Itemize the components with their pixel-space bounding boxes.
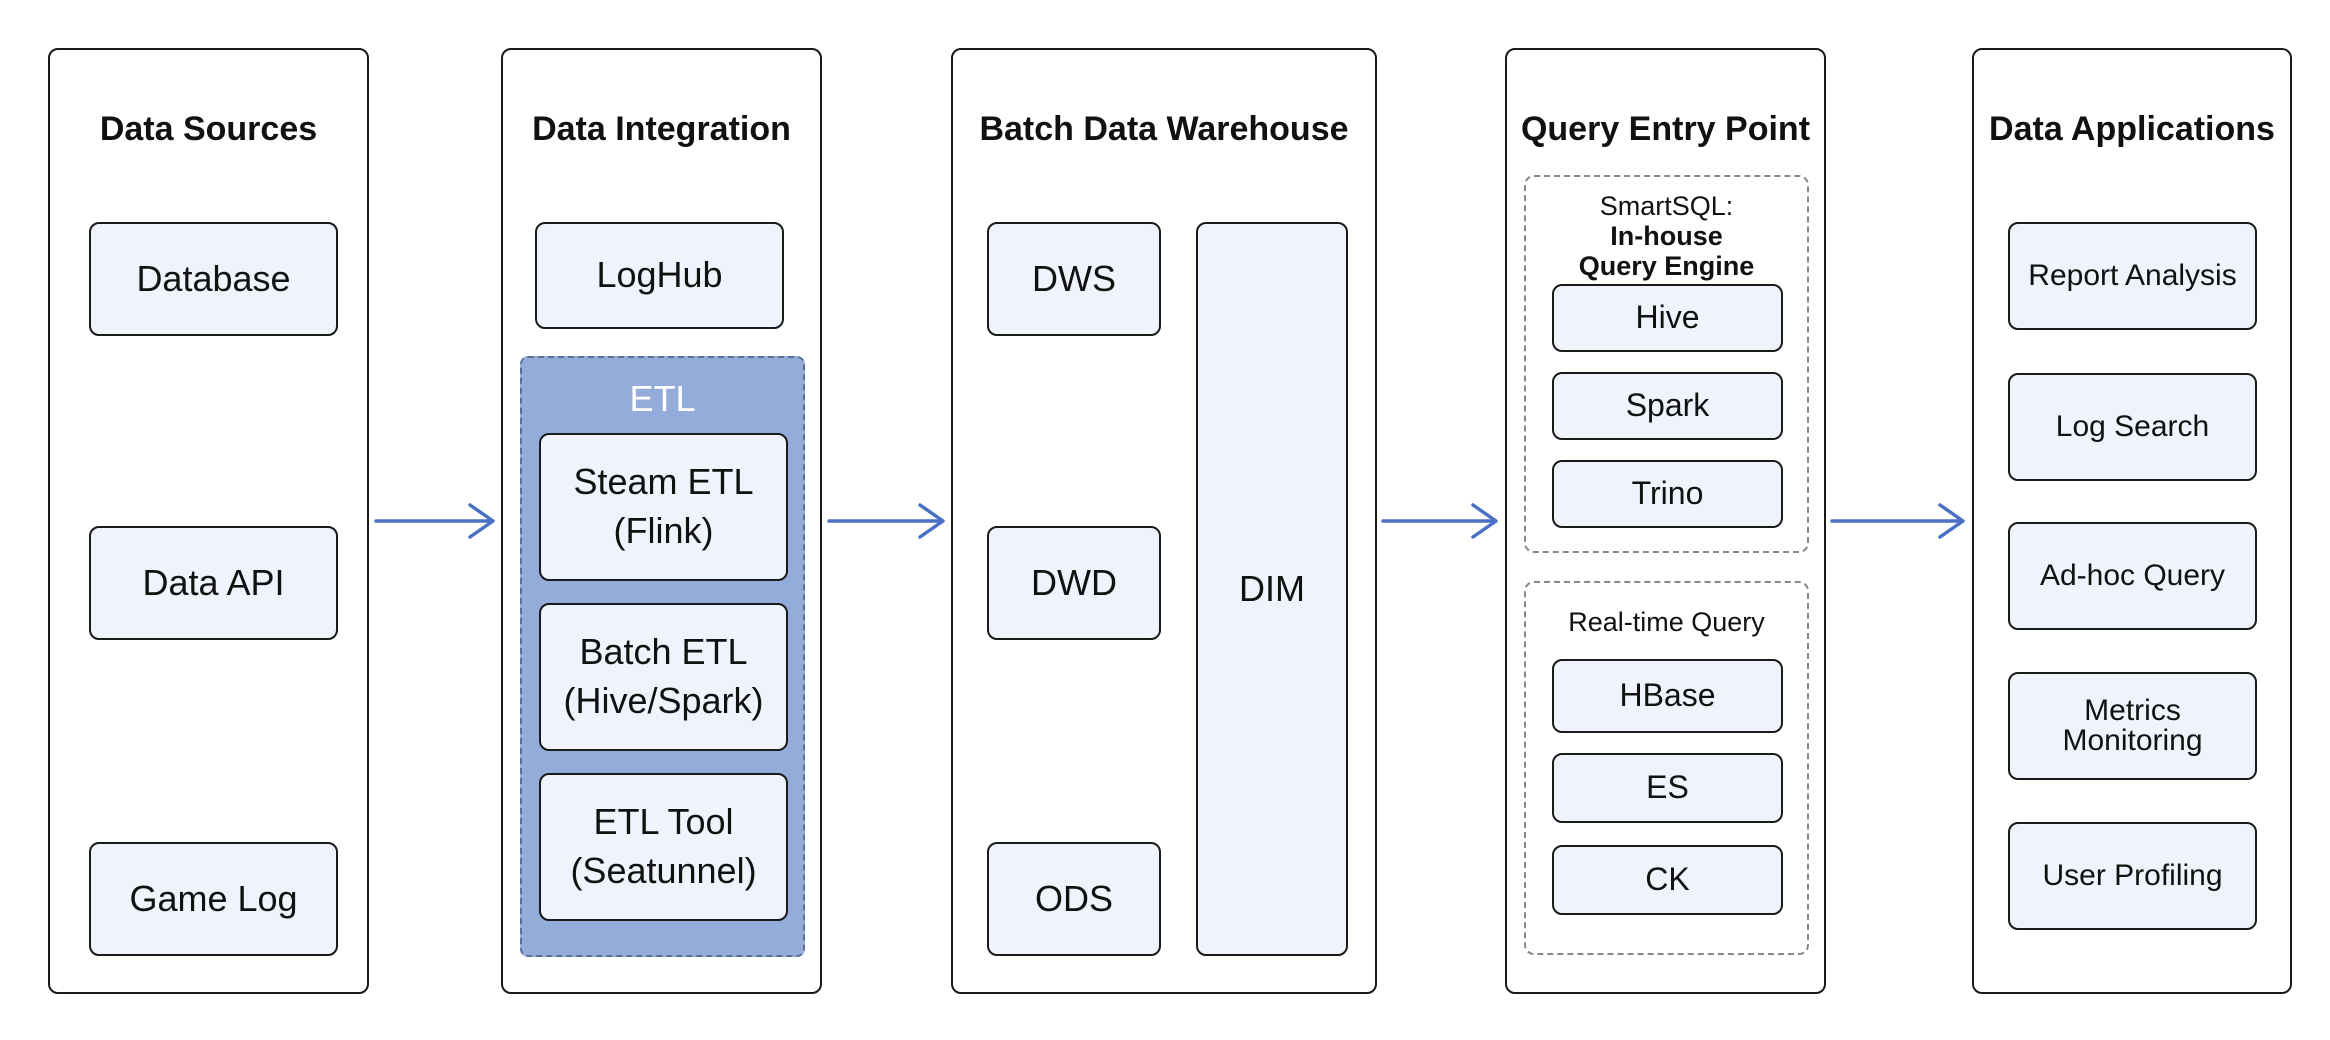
ad-hoc-query-label: Ad-hoc Query xyxy=(2039,559,2226,592)
query-entry-point-title: Query Entry Point xyxy=(1520,110,1811,148)
dim-label: DIM xyxy=(1239,567,1305,609)
smartsql-caption-line1: SmartSQL: xyxy=(1599,191,1734,221)
hive-label: Hive xyxy=(1635,299,1700,336)
data-integration-panel: Data Integration LogHub ETL Steam ETL (Fl… xyxy=(501,48,822,994)
realtime-query-group: Real-time Query HBase ES CK xyxy=(1524,581,1809,955)
dws-node[interactable]: DWS xyxy=(987,222,1161,336)
metrics-monitoring-line1: Metrics xyxy=(2084,694,2181,727)
batch-etl-line1: Batch ETL xyxy=(579,631,748,673)
stream-etl-node[interactable]: Steam ETL (Flink) xyxy=(539,433,788,581)
batch-etl-line2: (Hive/Spark) xyxy=(563,680,764,721)
ods-label: ODS xyxy=(1034,877,1113,919)
arrow-integration-to-warehouse xyxy=(827,503,945,539)
batch-data-warehouse-panel: Batch Data Warehouse DWS DWD ODS DIM xyxy=(951,48,1377,994)
arrow-sources-to-integration xyxy=(374,503,495,539)
data-api-label: Data API xyxy=(142,561,285,603)
arrow-warehouse-to-query xyxy=(1381,503,1498,539)
query-entry-point-panel: Query Entry Point SmartSQL: In-house Que… xyxy=(1505,48,1826,994)
ck-node[interactable]: CK xyxy=(1552,845,1783,915)
game-log-label: Game Log xyxy=(129,877,298,919)
data-api-node[interactable]: Data API xyxy=(89,526,338,640)
smartsql-caption-line3: Query Engine xyxy=(1578,251,1755,282)
trino-node[interactable]: Trino xyxy=(1552,460,1783,528)
dim-node[interactable]: DIM xyxy=(1196,222,1348,956)
hbase-node[interactable]: HBase xyxy=(1552,659,1783,733)
database-label: Database xyxy=(136,257,291,299)
realtime-query-caption: Real-time Query xyxy=(1568,607,1765,637)
log-search-label: Log Search xyxy=(2055,410,2210,443)
data-sources-panel: Data Sources Database Data API Game Log xyxy=(48,48,369,994)
loghub-label: LogHub xyxy=(596,254,723,296)
smartsql-group: SmartSQL: In-house Query Engine Hive Spa… xyxy=(1524,175,1809,553)
report-analysis-node[interactable]: Report Analysis xyxy=(2008,222,2257,330)
etl-tool-line1: ETL Tool xyxy=(593,801,734,843)
smartsql-caption: SmartSQL: In-house Query Engine xyxy=(1526,191,1807,282)
ods-node[interactable]: ODS xyxy=(987,842,1161,956)
data-sources-title: Data Sources xyxy=(99,110,318,148)
user-profiling-label: User Profiling xyxy=(2042,859,2223,892)
data-applications-panel: Data Applications Report Analysis Log Se… xyxy=(1972,48,2292,994)
ad-hoc-query-node[interactable]: Ad-hoc Query xyxy=(2008,522,2257,630)
etl-group-label: ETL xyxy=(629,378,696,419)
dwd-node[interactable]: DWD xyxy=(987,526,1161,640)
loghub-node[interactable]: LogHub xyxy=(535,222,784,329)
batch-etl-node[interactable]: Batch ETL (Hive/Spark) xyxy=(539,603,788,751)
spark-node[interactable]: Spark xyxy=(1552,372,1783,440)
report-analysis-label: Report Analysis xyxy=(2028,259,2237,292)
etl-tool-node[interactable]: ETL Tool (Seatunnel) xyxy=(539,773,788,921)
etl-group: ETL Steam ETL (Flink) Batch ETL (Hive/Spar… xyxy=(520,356,805,957)
etl-tool-line2: (Seatunnel) xyxy=(570,850,757,891)
stream-etl-line1: Steam ETL xyxy=(573,461,754,503)
log-search-node[interactable]: Log Search xyxy=(2008,373,2257,481)
dwd-label: DWD xyxy=(1031,561,1117,603)
es-node[interactable]: ES xyxy=(1552,753,1783,823)
es-label: ES xyxy=(1646,769,1689,806)
arrow-query-to-applications xyxy=(1830,503,1965,539)
data-integration-title: Data Integration xyxy=(532,110,791,148)
trino-label: Trino xyxy=(1631,475,1704,512)
metrics-monitoring-line2: Monitoring xyxy=(2062,724,2203,757)
smartsql-caption-line2: In-house xyxy=(1610,221,1723,252)
data-applications-title: Data Applications xyxy=(1989,110,2275,148)
hive-node[interactable]: Hive xyxy=(1552,284,1783,352)
user-profiling-node[interactable]: User Profiling xyxy=(2008,822,2257,930)
stream-etl-line2: (Flink) xyxy=(613,510,714,551)
batch-data-warehouse-title: Batch Data Warehouse xyxy=(979,110,1349,148)
hbase-label: HBase xyxy=(1619,677,1716,714)
database-node[interactable]: Database xyxy=(89,222,338,336)
ck-label: CK xyxy=(1645,861,1690,898)
game-log-node[interactable]: Game Log xyxy=(89,842,338,956)
spark-label: Spark xyxy=(1625,387,1710,424)
dws-label: DWS xyxy=(1032,257,1116,299)
